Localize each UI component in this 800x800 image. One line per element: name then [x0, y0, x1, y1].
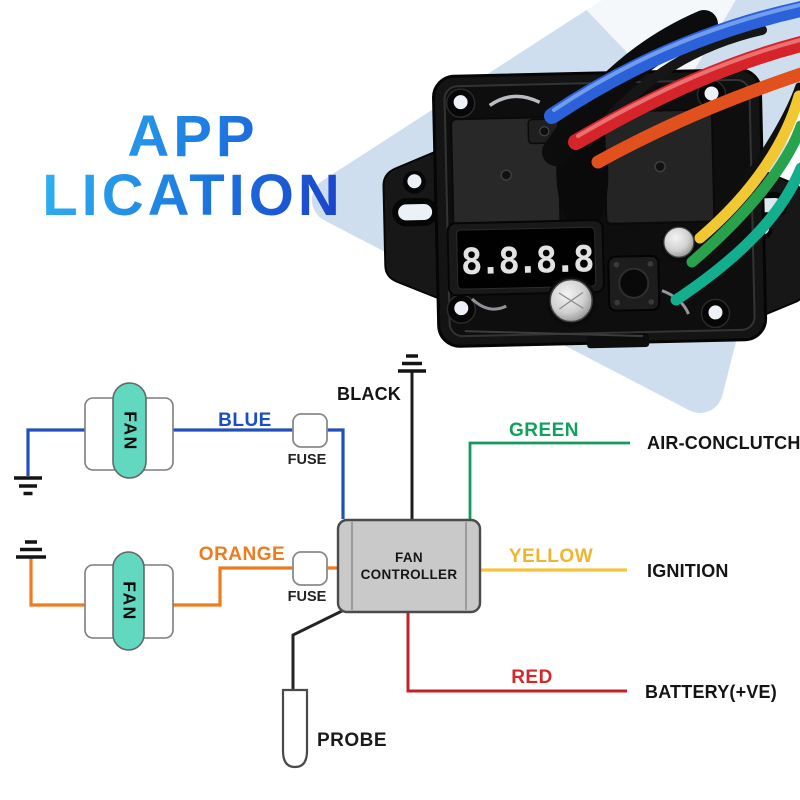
probe-body — [281, 688, 309, 769]
fuse1-label: FUSE — [287, 452, 327, 468]
green-wire — [468, 441, 630, 520]
ground-symbol-fan2 — [16, 540, 46, 559]
photo-wire-harness — [542, 1, 800, 306]
fan2-symbol — [84, 551, 174, 651]
photo-wire-teal — [670, 162, 800, 306]
battery-terminal-label: BATTERY(+VE) — [645, 682, 777, 702]
green-wire-label: GREEN — [508, 420, 580, 441]
fan1-label: FAN — [120, 410, 140, 451]
controller-photo: 8.8.8.8 — [382, 68, 800, 349]
yellow-wire-label: YELLOW — [508, 546, 594, 567]
ground-symbol-black — [398, 354, 426, 373]
capacitor-large — [546, 276, 597, 327]
fuse1-box — [292, 413, 328, 448]
blue-wire-label: BLUE — [218, 410, 272, 431]
left-mounting-ear — [382, 148, 446, 303]
segment-display: 8.8.8.8 — [446, 219, 605, 297]
ground-symbol-fan1 — [14, 476, 42, 496]
photo-wire-orange — [591, 67, 800, 169]
red-wire-label: RED — [511, 667, 553, 688]
corner-screw-holes — [445, 79, 731, 329]
ignition-terminal-label: IGNITION — [647, 561, 729, 581]
photo-wire-blue — [544, 1, 800, 124]
probe-label: PROBE — [317, 730, 388, 751]
fuse2-box — [292, 551, 328, 586]
fan2-capsule — [112, 551, 145, 651]
fan1-capsule — [112, 382, 147, 479]
black-wire-label: BLACK — [337, 384, 401, 404]
fan-controller-label-line2: CONTROLLER — [360, 567, 458, 582]
photo-wire-red — [568, 36, 800, 150]
fan-controller-label: FAN CONTROLLER — [361, 549, 458, 583]
probe-wire — [291, 607, 347, 690]
fuse2-label: FUSE — [287, 589, 327, 605]
photo-wire-green — [686, 120, 800, 268]
orange-wire — [29, 558, 338, 607]
app-title-line2: LICATION — [42, 163, 344, 228]
app-title: APP LICATION — [42, 107, 344, 225]
fan-controller-box — [336, 518, 482, 614]
segment-display-value: 8.8.8.8 — [460, 239, 593, 283]
wiring-diagram — [14, 354, 630, 769]
relay-1 — [450, 116, 562, 235]
blue-wire — [26, 428, 345, 519]
app-title-line1: APP — [127, 104, 259, 169]
fan2-label: FAN — [119, 581, 139, 621]
fan1-symbol — [84, 382, 174, 479]
capacitor-small — [660, 225, 697, 262]
orange-wire-label: ORANGE — [198, 544, 286, 565]
air-clutch-terminal-label: AIR-CONCLUTCH — [647, 433, 800, 453]
red-wire — [406, 612, 627, 693]
tact-button — [607, 254, 661, 312]
photo-wire-yellow — [694, 90, 800, 244]
fan-controller-label-line1: FAN — [395, 550, 423, 565]
